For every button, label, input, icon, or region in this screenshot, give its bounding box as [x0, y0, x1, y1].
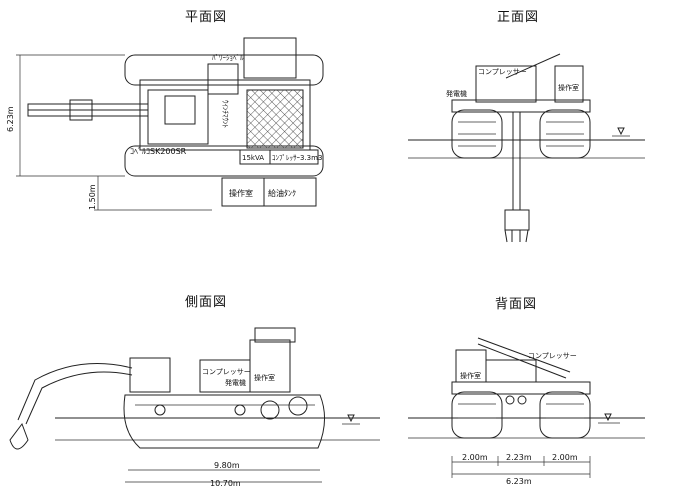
plan-fuel-tank-label: 給油ﾀﾝｸ	[268, 188, 296, 198]
plan-control-room-label: 操作室	[229, 188, 253, 198]
side-generator-label: 発電機	[225, 378, 246, 387]
plan-compressor-label: ｺﾝﾌﾟﾚｯｻｰ3.3m3	[272, 154, 322, 162]
back-dim-a: 2.00m	[462, 453, 488, 462]
plan-generator-label: 15kVA	[242, 154, 264, 162]
side-compressor-label: コンプレッサー	[202, 368, 251, 376]
back-dim-total: 6.23m	[506, 477, 532, 486]
plan-model-label: ｺﾍﾞﾙｺSK200SR	[130, 147, 187, 156]
back-dim-b: 2.23m	[506, 453, 532, 462]
front-view: コンプレッサー 操作室 発電機	[408, 53, 645, 243]
back-dim-c: 2.00m	[552, 453, 578, 462]
back-view-title: 背面図	[495, 297, 538, 312]
plan-hook-note: ﾊﾟﾜｰｼｮﾍﾞﾙ	[212, 54, 244, 62]
front-view-title: 正面図	[497, 10, 540, 25]
plan-view-title: 平面図	[185, 10, 228, 25]
side-view: コンプレッサー 発電機 操作室 9.80m 10.70m	[9, 327, 380, 488]
front-compressor-label: コンプレッサー	[478, 68, 527, 76]
back-compressor-label: コンプレッサー	[528, 352, 577, 360]
plan-view: 6.23m 1.50m ﾊﾟﾜｰｼｮﾍﾞﾙ ｳｲﾝﾁﾏｳﾝﾄ ｺﾍﾞﾙｺSK20…	[6, 37, 324, 211]
plan-offset-dim: 1.50m	[88, 184, 97, 210]
side-dim-outer: 10.70m	[210, 479, 241, 488]
side-dim-inner: 9.80m	[214, 461, 240, 470]
plan-winch-label: ｳｲﾝﾁﾏｳﾝﾄ	[221, 100, 229, 128]
side-view-title: 側面図	[185, 295, 228, 310]
plan-height-dim: 6.23m	[6, 106, 15, 132]
front-control-label: 操作室	[558, 83, 579, 92]
back-view: コンプレッサー 操作室 2.00m 2.23m 2.00m 6.23m	[408, 337, 645, 486]
side-control-label: 操作室	[254, 373, 275, 382]
back-control-label: 操作室	[460, 371, 481, 380]
front-generator-label: 発電機	[446, 89, 467, 98]
